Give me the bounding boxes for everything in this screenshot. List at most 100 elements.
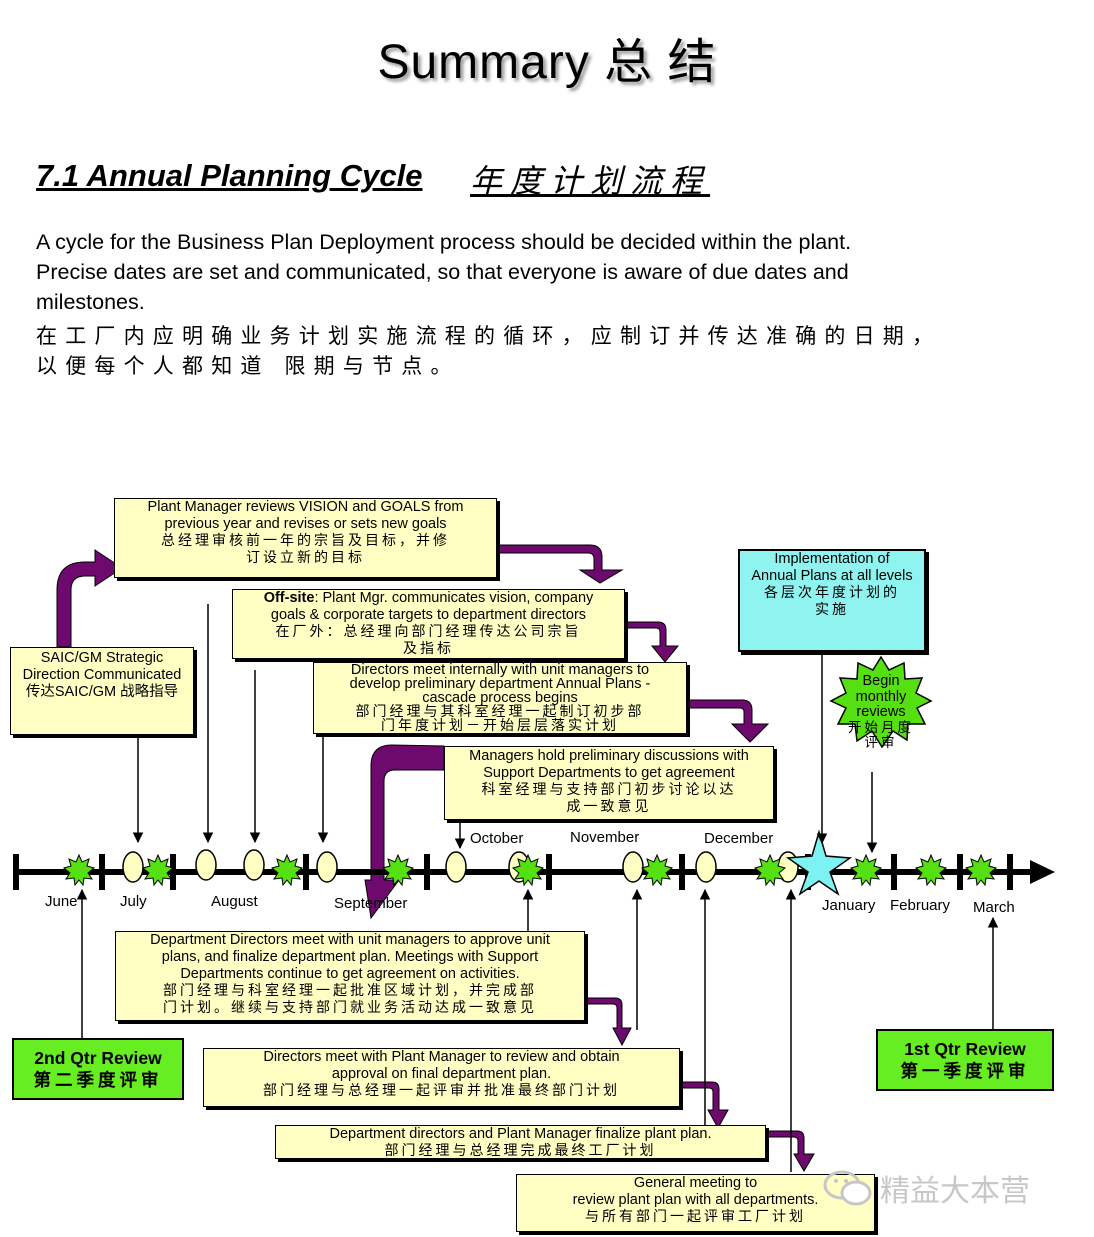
review-box-q1: 1st Qtr Review 第一季度评审: [876, 1029, 1054, 1091]
note-text: Department Directors meet with unit mana…: [150, 932, 550, 948]
note-text: goals & corporate targets to department …: [270, 607, 587, 623]
note-general-meeting: General meeting to review plant plan wit…: [516, 1174, 875, 1232]
note-text-cn: 成一致意见: [566, 799, 652, 815]
intro-cn-line-2: 以便每个人都知道 限期与节点。: [36, 354, 460, 378]
purple-arrow-directors-pm-to-finalize: [679, 1081, 729, 1130]
review-burst: [141, 853, 175, 887]
note-text: review plant plan with all departments.: [572, 1192, 819, 1208]
month-label-march: March: [973, 899, 1015, 916]
review-burst: [511, 853, 545, 887]
badge-text: monthly: [855, 688, 907, 705]
event-marker: [243, 849, 265, 881]
note-implementation: Implementation of Annual Plans at all le…: [738, 549, 926, 652]
note-directors-plant-manager: Directors meet with Plant Manager to rev…: [203, 1048, 680, 1107]
note-text-cn: 在厂外：总经理向部门经理传达公司宗旨: [275, 624, 582, 640]
watermark-text: 精益大本营: [880, 1174, 1030, 1209]
review-burst: [849, 853, 883, 887]
note-text-cn: 部门经理与总经理完成最终工厂计划: [384, 1143, 657, 1159]
month-label-september: September: [334, 895, 408, 912]
review-burst: [270, 853, 304, 887]
month-label-august: August: [211, 893, 258, 910]
note-text: Directors meet with Plant Manager to rev…: [263, 1049, 620, 1065]
note-text: previous year and revises or sets new go…: [164, 516, 447, 532]
event-markers: [122, 849, 799, 883]
badge-text: Begin: [862, 673, 900, 689]
purple-arrow-offsite-to-directors: [624, 621, 680, 663]
note-text: Direction Communicated: [22, 667, 182, 683]
note-text: Managers hold preliminary discussions wi…: [469, 748, 749, 764]
month-label-june: June: [45, 893, 78, 910]
page-title: Summary 总 结: [377, 36, 717, 89]
wechat-logo-icon: [823, 1170, 872, 1206]
purple-arrow-finalize-to-general: [765, 1130, 815, 1172]
event-marker: [622, 851, 644, 883]
badge-text: reviews: [856, 704, 906, 720]
intro-cn-line-1: 在工厂内应明确业务计划实施流程的循环，应制订并传达准确的日期，: [36, 324, 942, 348]
intro-line-1: A cycle for the Business Plan Deployment…: [36, 230, 852, 254]
review-label: 1st Qtr Review: [904, 1039, 1026, 1059]
review-burst: [381, 853, 415, 887]
timeline-arrowhead: [1030, 860, 1055, 884]
review-burst: [753, 853, 787, 887]
note-strategic-direction: SAIC/GM Strategic Direction Communicated…: [10, 647, 194, 735]
note-text: Implementation of: [774, 551, 890, 567]
note-text: Off-site: Plant Mgr. communicates vision…: [233, 590, 624, 607]
note-finalize-plan: Department directors and Plant Manager f…: [275, 1125, 766, 1159]
purple-arrow-strategic-to-vision: [56, 549, 123, 648]
note-text-cn: 及指标: [403, 641, 454, 657]
badge-text-cn: 开始月度: [848, 719, 914, 736]
review-bursts: [62, 853, 998, 887]
section-heading: 7.1 Annual Planning Cycle: [36, 158, 423, 193]
note-text-cn: 门年度计划－开始层层落实计划: [381, 718, 619, 734]
month-label-october: October: [470, 830, 524, 847]
review-burst: [914, 853, 948, 887]
event-marker: [445, 851, 467, 883]
note-text-cn: 门计划。继续与支持部门就业务活动达成一致意见: [163, 1000, 537, 1016]
monthly-review-badge: Begin monthly reviews 开始月度 评审: [838, 673, 924, 752]
purple-arrow-directors-to-managers: [686, 699, 770, 743]
note-plant-vision: Plant Manager reviews VISION and GOALS f…: [114, 498, 497, 578]
note-text: develop preliminary department Annual Pl…: [349, 676, 651, 692]
note-managers-prelim: Managers hold preliminary discussions wi…: [444, 746, 774, 820]
note-text-cn: 订设立新的目标: [246, 550, 365, 566]
note-text: 传达SAIC/GM 战略指导: [25, 684, 179, 700]
note-text: Plant Manager reviews VISION and GOALS f…: [147, 499, 464, 515]
intro-line-3: milestones.: [36, 290, 145, 314]
note-text: cascade process begins: [422, 690, 578, 706]
note-text-bold: Off-site: [263, 590, 315, 606]
star-icon: [785, 829, 853, 896]
event-marker: [195, 849, 217, 881]
note-dept-approve: Department Directors meet with unit mana…: [115, 931, 585, 1021]
month-label-november: November: [570, 829, 640, 846]
note-text-cn: 实施: [815, 602, 849, 618]
note-text: Directors meet internally with unit mana…: [350, 662, 650, 678]
note-text: Department directors and Plant Manager f…: [329, 1126, 712, 1142]
monthly-review-burst-icon: [829, 655, 933, 749]
month-label-july: July: [120, 893, 147, 910]
note-text: Departments continue to get agreement on…: [180, 966, 520, 982]
note-text: SAIC/GM Strategic: [40, 650, 164, 666]
purple-arrow-vision-to-offsite: [496, 544, 624, 584]
note-text: plans, and finalize department plan. Mee…: [161, 949, 539, 965]
note-offsite: Off-site: Plant Mgr. communicates vision…: [232, 589, 625, 659]
note-text-cn: 与所有部门一起评审工厂计划: [585, 1209, 806, 1225]
event-marker: [316, 851, 338, 883]
note-text: Support Departments to get agreement: [483, 765, 735, 781]
note-text: approval on final department plan.: [331, 1066, 552, 1082]
event-marker: [695, 851, 717, 883]
month-label-february: February: [890, 897, 951, 914]
note-text-cn: 部门经理与科室经理一起批准区域计划，并完成部: [163, 983, 537, 999]
event-marker: [122, 851, 144, 883]
review-box-q2: 2nd Qtr Review 第二季度评审: [12, 1038, 184, 1100]
section-heading-cn: 年度计划流程: [470, 162, 711, 200]
review-label-cn: 第二季度评审: [33, 1071, 163, 1091]
note-text-cn: 部门经理与总经理一起评审并批准最终部门计划: [263, 1083, 620, 1099]
note-text-cn: 部门经理与其科室经理一起制订初步部: [355, 704, 645, 720]
intro-line-2: Precise dates are set and communicated, …: [36, 260, 849, 284]
note-text-cn: 科室经理与支持部门初步讨论以达: [481, 782, 737, 798]
note-text: Annual Plans at all levels: [751, 568, 913, 584]
purple-arrow-approve-to-directors-pm: [584, 997, 632, 1047]
note-text-cn: 各层次年度计划的: [764, 585, 900, 601]
note-text: General meeting to: [633, 1175, 758, 1191]
